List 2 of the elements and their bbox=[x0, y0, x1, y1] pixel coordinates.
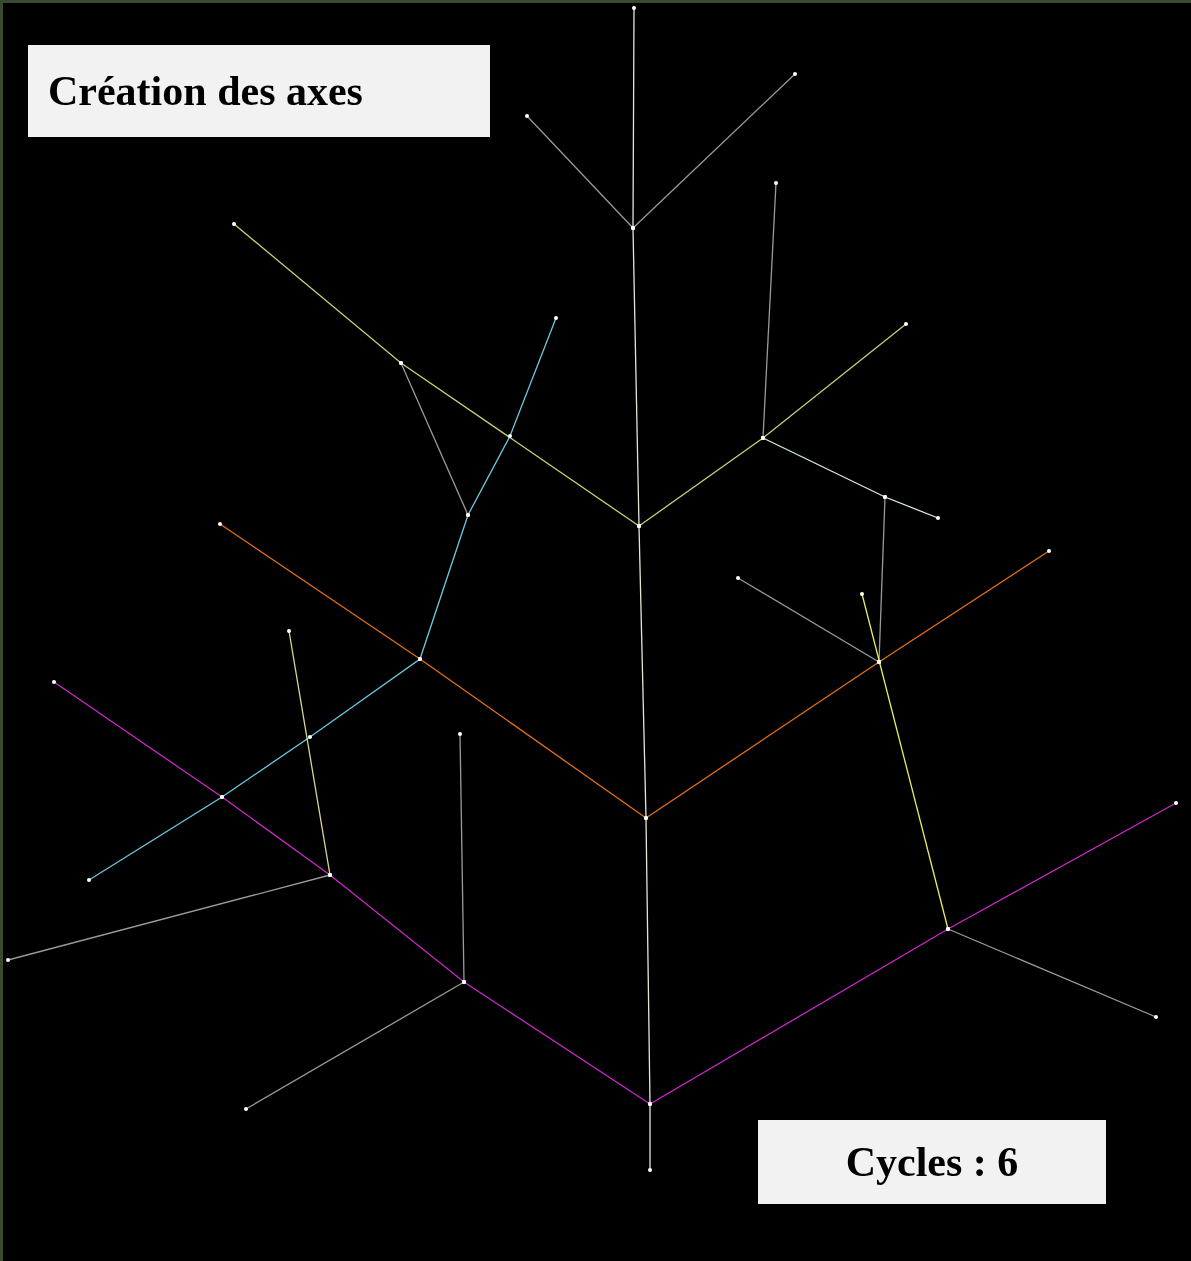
cycle-counter: Cycles : 6 bbox=[758, 1120, 1106, 1204]
title-banner: Création des axes bbox=[28, 45, 490, 137]
